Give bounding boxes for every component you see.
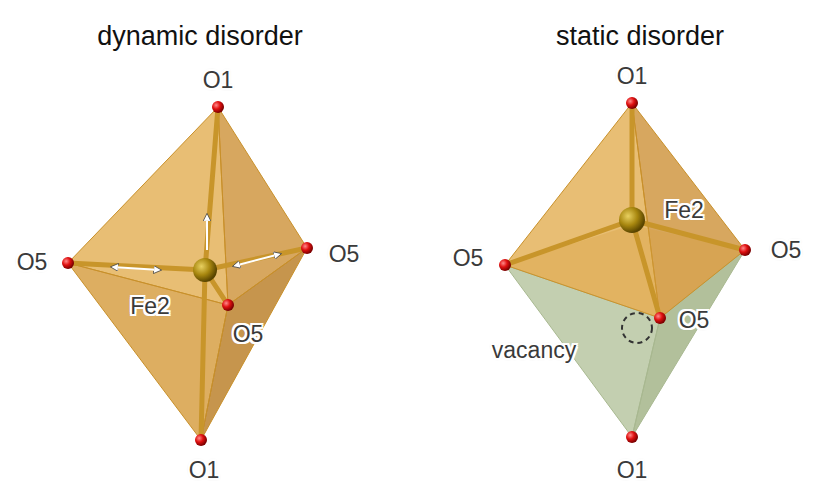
- atom-label: O5: [679, 309, 710, 332]
- atom-label: O5: [453, 247, 484, 270]
- atom-label: O1: [617, 459, 648, 482]
- panel-heading: dynamic disorder: [97, 23, 303, 50]
- panel-heading: static disorder: [556, 23, 724, 50]
- static-octahedron: [499, 97, 751, 443]
- atom-label: Fe2: [130, 295, 170, 318]
- atom-label: O1: [617, 65, 648, 88]
- atom-label: O1: [203, 69, 234, 92]
- atom-label: Fe2: [664, 199, 704, 222]
- dynamic-octahedron: [62, 101, 313, 446]
- atom-label: O5: [329, 243, 360, 266]
- atom-label: vacancy: [492, 339, 576, 362]
- atom-label: O1: [189, 459, 220, 482]
- atom-label: O5: [233, 323, 264, 346]
- atom-label: O5: [771, 239, 802, 262]
- atom-label: O5: [17, 251, 48, 274]
